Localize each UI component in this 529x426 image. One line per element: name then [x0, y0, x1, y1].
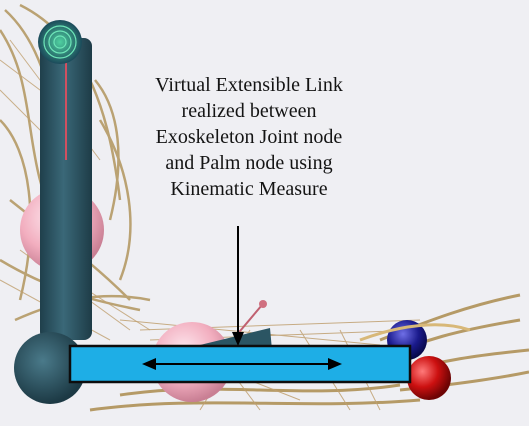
double-headed-arrow-icon: [142, 358, 342, 370]
caption-line-3: Exoskeleton Joint node: [155, 126, 343, 148]
caption-line-5: Kinematic Measure: [170, 178, 328, 200]
caption-line-4: and Palm node using: [165, 152, 333, 174]
red-sphere: [407, 356, 451, 400]
annotation-caption: Virtual Extensible Link realized between…: [118, 72, 380, 202]
exoskeleton-rod: [40, 38, 92, 340]
caption-line-1: Virtual Extensible Link: [155, 74, 343, 96]
down-arrow-icon: [232, 226, 244, 346]
exoskeleton-joint-node: [14, 332, 86, 404]
caption-line-2: realized between: [181, 100, 317, 122]
